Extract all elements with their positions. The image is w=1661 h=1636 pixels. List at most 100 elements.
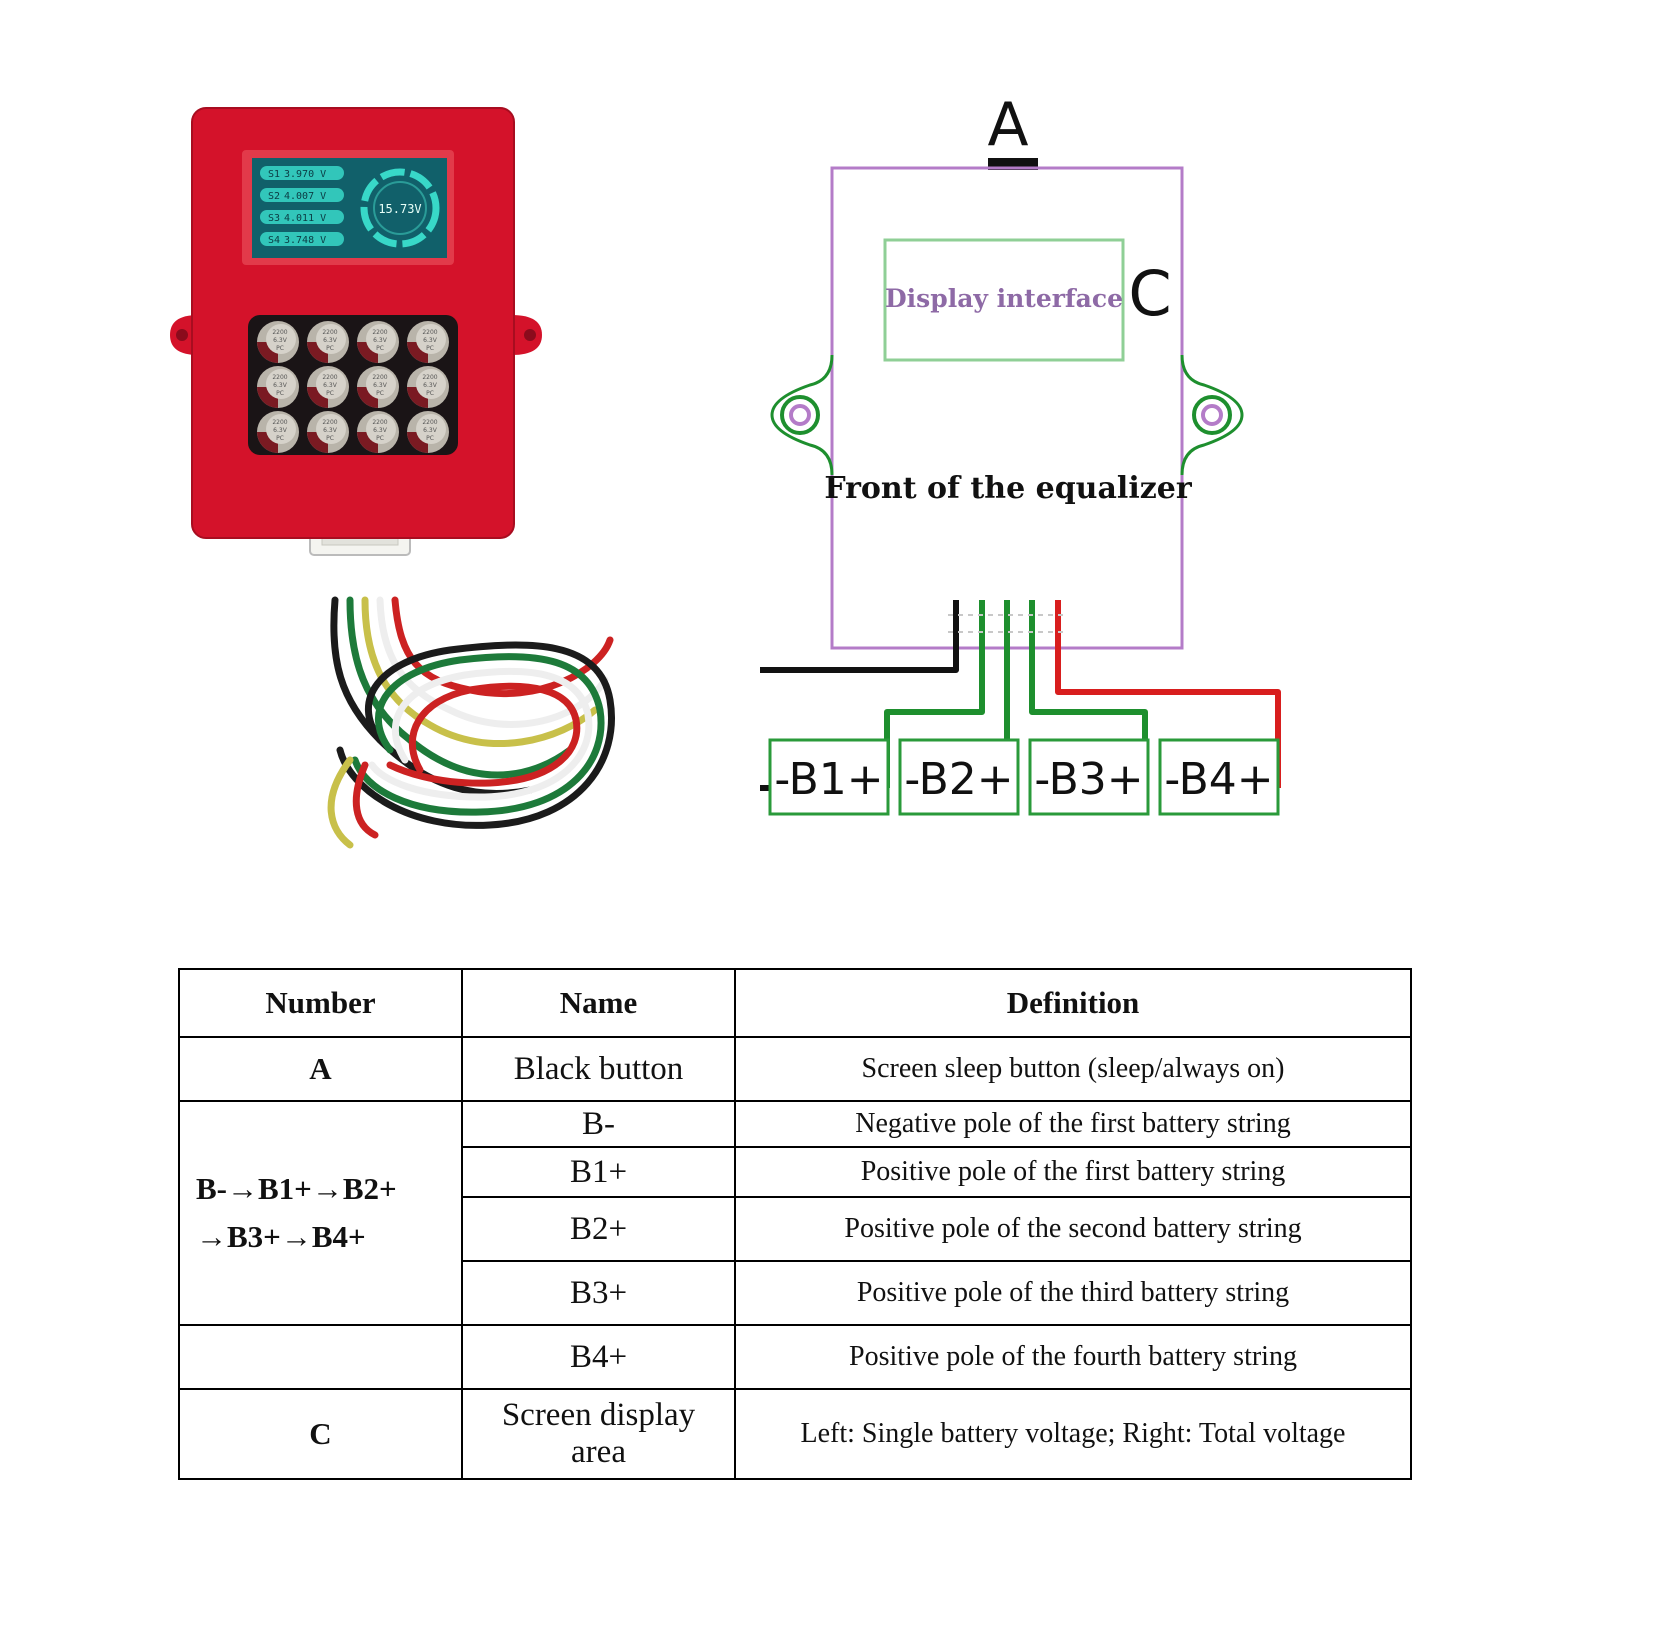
- cell-reading-4: S4 3.748 V: [260, 232, 344, 246]
- cell-voltage: 3.970 V: [284, 169, 326, 180]
- row-c-name-line1: Screen display: [501, 1397, 696, 1433]
- terminal-label: -B3+: [1034, 754, 1143, 805]
- mounting-ear-right: [512, 315, 542, 355]
- capacitor-marking: PC: [426, 345, 434, 352]
- display-interface-label: Display interface: [885, 284, 1123, 313]
- battery-sequence-line1: B-→B1+→B2+: [196, 1171, 397, 1206]
- terminal-label: -B4+: [1164, 754, 1273, 805]
- header-name: Name: [461, 968, 736, 1038]
- row-a-name: Black button: [461, 1036, 736, 1102]
- cell-label: S3: [268, 213, 280, 224]
- row-c-name-line2: area: [571, 1434, 626, 1470]
- capacitor-marking: 6.3V: [423, 337, 438, 344]
- label-a: A: [987, 90, 1028, 160]
- battery-sequence-cell: B-→B1+→B2+ →B3+→B4+: [178, 1100, 463, 1326]
- cell-voltage: 3.748 V: [284, 235, 326, 246]
- capacitor-marking: 2200: [272, 374, 287, 381]
- terminal-3: -B3+: [1028, 738, 1150, 816]
- capacitor-marking: PC: [326, 345, 334, 352]
- capacitor-marking: 6.3V: [373, 382, 388, 389]
- battery-sequence-line2: →B3+→B4+: [196, 1219, 366, 1254]
- table-row-c: C Screen display area Left: Single batte…: [178, 1388, 1412, 1480]
- table-row-a: A Black button Screen sleep button (slee…: [178, 1036, 1412, 1102]
- table-row-b4: B4+ Positive pole of the fourth battery …: [178, 1324, 1412, 1390]
- table-header-row: Number Name Definition: [178, 968, 1412, 1038]
- capacitor-marking: 2200: [422, 329, 437, 336]
- capacitor-marking: 2200: [272, 419, 287, 426]
- terminal-label: -B1+: [774, 754, 883, 805]
- terminal-label: -B2+: [904, 754, 1013, 805]
- capacitor-marking: PC: [276, 345, 284, 352]
- row-c-name: Screen display area: [461, 1388, 736, 1480]
- capacitor-marking: PC: [376, 345, 384, 352]
- row-b3-definition: Positive pole of the third battery strin…: [734, 1260, 1412, 1326]
- cell-reading-3: S3 4.011 V: [260, 210, 344, 224]
- capacitor-marking: 6.3V: [323, 427, 338, 434]
- row-b4-definition: Positive pole of the fourth battery stri…: [734, 1324, 1412, 1390]
- capacitor-marking: 2200: [322, 419, 337, 426]
- row-b3-name: B3+: [461, 1260, 736, 1326]
- cell-label: S4: [268, 235, 280, 246]
- capacitor-marking: 6.3V: [273, 337, 288, 344]
- equalizer-front-diagram: A Display interface C Front of the equal…: [760, 90, 1281, 816]
- capacitor-marking: 2200: [372, 419, 387, 426]
- capacitor-marking: 2200: [322, 329, 337, 336]
- cell-label: S2: [268, 191, 280, 202]
- capacitor-marking: 2200: [272, 329, 287, 336]
- total-voltage-value: 15.73V: [378, 202, 421, 216]
- row-b2-definition: Positive pole of the second battery stri…: [734, 1196, 1412, 1262]
- table-row-b1: B1+ Positive pole of the first battery s…: [179, 1146, 1412, 1198]
- capacitor-marking: PC: [276, 390, 284, 397]
- capacitor-marking: 6.3V: [423, 427, 438, 434]
- capacitor-marking: PC: [276, 435, 284, 442]
- terminal-4: -B4+: [1158, 738, 1280, 816]
- capacitor-marking: 2200: [322, 374, 337, 381]
- capacitor-marking: PC: [326, 435, 334, 442]
- capacitor-marking: PC: [326, 390, 334, 397]
- row-b-minus-name: B-: [461, 1100, 736, 1148]
- capacitor-marking: PC: [376, 435, 384, 442]
- terminal-1: -B1+: [768, 738, 890, 816]
- cell-voltage: 4.011 V: [284, 213, 326, 224]
- capacitor-marking: 2200: [372, 329, 387, 336]
- capacitor-marking: 2200: [422, 374, 437, 381]
- capacitor-marking: 6.3V: [273, 382, 288, 389]
- capacitor-marking: 6.3V: [323, 337, 338, 344]
- row-a-definition: Screen sleep button (sleep/always on): [734, 1036, 1412, 1102]
- mounting-ear-right: [1180, 354, 1244, 476]
- terminal-2: -B2+: [898, 738, 1020, 816]
- row-b1-name: B1+: [461, 1146, 736, 1198]
- battery-terminals: -B1+ -B2+ -B3+ -B4+: [768, 738, 1280, 816]
- row-b-minus-definition: Negative pole of the first battery strin…: [734, 1100, 1412, 1148]
- capacitor-marking: 6.3V: [373, 337, 388, 344]
- row-b4-name: B4+: [461, 1324, 736, 1390]
- table-row-b-minus: B-→B1+→B2+ →B3+→B4+ B- Negative pole of …: [178, 1100, 1412, 1326]
- capacitor-grid: 22006.3VPC22006.3VPC22006.3VPC22006.3VPC…: [257, 321, 449, 453]
- capacitor-panel: [248, 315, 458, 455]
- capacitor-marking: PC: [426, 435, 434, 442]
- row-a-number: A: [178, 1036, 463, 1102]
- table-row-b3: B3+ Positive pole of the third battery s…: [179, 1260, 1412, 1326]
- capacitor-marking: 2200: [372, 374, 387, 381]
- header-definition: Definition: [734, 968, 1412, 1038]
- row-c-definition: Left: Single battery voltage; Right: Tot…: [734, 1388, 1412, 1480]
- capacitor-marking: 6.3V: [423, 382, 438, 389]
- row-b2-name: B2+: [461, 1196, 736, 1262]
- row-b4-number-empty: [178, 1324, 463, 1390]
